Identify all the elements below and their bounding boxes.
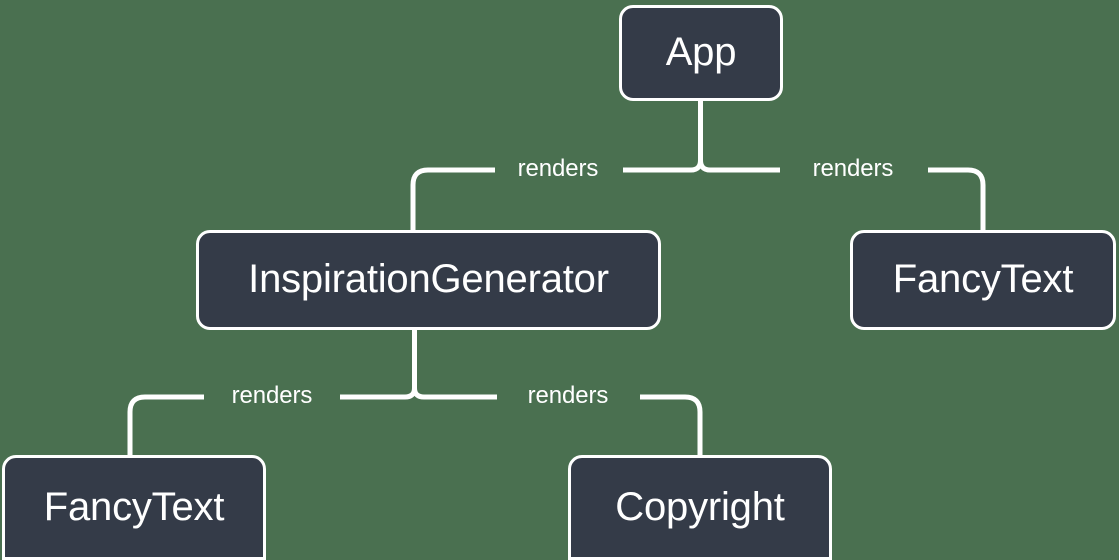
node-copyright-label: Copyright bbox=[615, 484, 785, 529]
edge-label-inspiration-generator-to-copyright: renders bbox=[527, 382, 609, 409]
node-fancytext-right[interactable]: FancyText bbox=[850, 230, 1116, 330]
node-inspiration-generator[interactable]: InspirationGenerator bbox=[196, 230, 661, 330]
edge-ig-to-fancytext-left-seg bbox=[127, 394, 204, 455]
node-fancytext-bottom[interactable]: FancyText bbox=[2, 455, 266, 560]
edge-label-inspiration-generator-to-fancytext: renders bbox=[231, 382, 313, 409]
node-copyright[interactable]: Copyright bbox=[568, 455, 832, 560]
edge-app-to-inspiration-left-seg bbox=[410, 167, 495, 230]
edge-app-junction-left bbox=[690, 159, 703, 173]
edge-label-app-to-fancytext: renders bbox=[812, 155, 894, 182]
edge-inspiration-junction-left bbox=[404, 387, 417, 400]
node-inspiration-generator-label: InspirationGenerator bbox=[248, 257, 609, 301]
node-app-label: App bbox=[665, 30, 737, 74]
node-app[interactable]: App bbox=[619, 5, 783, 101]
edge-inspiration-junction-right bbox=[412, 387, 425, 400]
edge-app-to-fancytext-right-seg bbox=[928, 167, 986, 230]
node-fancytext-right-label: FancyText bbox=[892, 257, 1074, 301]
node-fancytext-bottom-label: FancyText bbox=[43, 484, 225, 529]
edge-ig-to-copyright-right-seg bbox=[640, 394, 703, 455]
edge-app-junction-right bbox=[698, 159, 711, 173]
edge-label-app-to-inspiration-generator: renders bbox=[517, 155, 599, 182]
